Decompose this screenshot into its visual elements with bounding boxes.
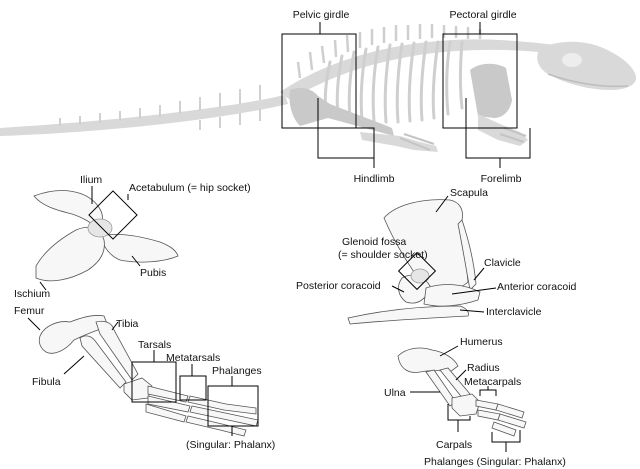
hindlimb-detail <box>38 315 259 437</box>
pectoral-girdle-callout: Pectoral girdle <box>442 9 518 129</box>
interclavicle-label: Interclavicle <box>486 306 542 318</box>
ischium-bone <box>35 226 105 282</box>
femur-callout: Femur <box>14 305 45 331</box>
phalanx-bones <box>185 395 259 437</box>
radius-label: Radius <box>467 362 500 374</box>
carpals-label: Carpals <box>436 439 472 451</box>
pubis-bone <box>99 234 179 263</box>
humerus-callout: Humerus <box>439 336 503 357</box>
pubis-callout: Pubis <box>131 255 166 279</box>
forelimb-callout: Forelimb <box>465 98 531 185</box>
glenoid-fossa-label: Glenoid fossa <box>342 236 406 248</box>
anterior-coracoid-bone <box>423 284 481 307</box>
phalanges-forelimb-callout: Phalanges (Singular: Phalanx) <box>424 430 566 468</box>
posterior-coracoid-callout: Posterior coracoid <box>296 280 405 293</box>
forelimb-detail <box>397 347 527 437</box>
carpal-bones <box>451 393 481 417</box>
posterior-coracoid-label: Posterior coracoid <box>296 280 381 292</box>
tarsals-callout: Tarsals <box>131 339 177 403</box>
fibula-bone <box>79 335 127 389</box>
scapula-callout: Scapula <box>435 187 488 213</box>
tibia-callout: Tibia <box>111 318 139 331</box>
femur-label: Femur <box>14 305 45 317</box>
glenoid-fossa-callout: Glenoid fossa (= shoulder socket) <box>338 236 437 291</box>
ulna-label: Ulna <box>384 387 406 399</box>
acetabulum-callout: Acetabulum (= hip socket) <box>88 182 251 240</box>
humerus-label: Humerus <box>460 336 503 348</box>
pubis-label: Pubis <box>140 267 166 279</box>
metacarpals-label: Metacarpals <box>464 376 521 388</box>
pelvic-girdle-label: Pelvic girdle <box>293 9 350 21</box>
interclavicle-callout: Interclavicle <box>459 306 542 318</box>
anterior-coracoid-label: Anterior coracoid <box>497 281 577 293</box>
metatarsals-label: Metatarsals <box>166 352 220 364</box>
anterior-coracoid-callout: Anterior coracoid <box>451 281 577 295</box>
pectoral-girdle-label: Pectoral girdle <box>449 9 516 21</box>
ilium-callout: Ilium <box>80 174 102 204</box>
ilium-label: Ilium <box>80 174 102 186</box>
pectoral-girdle-detail <box>347 199 481 325</box>
metacarpals-callout: Metacarpals <box>464 376 521 396</box>
phalanx-singular-note: (Singular: Phalanx) <box>186 439 275 451</box>
phalanges-callout: Phalanges (Singular: Phalanx) <box>186 365 275 451</box>
ischium-callout: Ischium <box>14 281 50 300</box>
clavicle-callout: Clavicle <box>473 257 521 281</box>
tarsals-label: Tarsals <box>138 339 171 351</box>
metatarsals-callout: Metatarsals <box>166 352 220 401</box>
carpals-callout: Carpals <box>436 404 472 451</box>
pelvic-girdle-detail <box>33 190 179 282</box>
interclavicle-bone <box>347 305 469 325</box>
tibia-bone <box>95 320 139 381</box>
ulna-callout: Ulna <box>384 387 440 399</box>
scapula-label: Scapula <box>450 187 488 199</box>
femur-bone <box>38 315 109 354</box>
glenoid-fossa-label-line2: (= shoulder socket) <box>338 249 428 261</box>
ischium-label: Ischium <box>14 288 50 300</box>
fibula-label: Fibula <box>32 376 61 388</box>
hindlimb-callout: Hindlimb <box>317 98 395 185</box>
phalanges-singular-label: Phalanges (Singular: Phalanx) <box>424 456 566 468</box>
fibula-callout: Fibula <box>32 355 85 388</box>
metatarsal-bones <box>145 385 191 423</box>
full-skeleton-silhouette <box>0 24 636 152</box>
finger-bones <box>491 403 527 437</box>
tibia-label: Tibia <box>116 318 139 330</box>
phalanges-label: Phalanges <box>212 365 262 377</box>
radius-callout: Radius <box>455 362 500 381</box>
forelimb-label: Forelimb <box>481 173 522 185</box>
clavicle-label: Clavicle <box>484 257 521 269</box>
glenoid-fossa-socket <box>410 268 430 284</box>
acetabulum-label: Acetabulum (= hip socket) <box>129 182 251 194</box>
hindlimb-label: Hindlimb <box>354 173 395 185</box>
